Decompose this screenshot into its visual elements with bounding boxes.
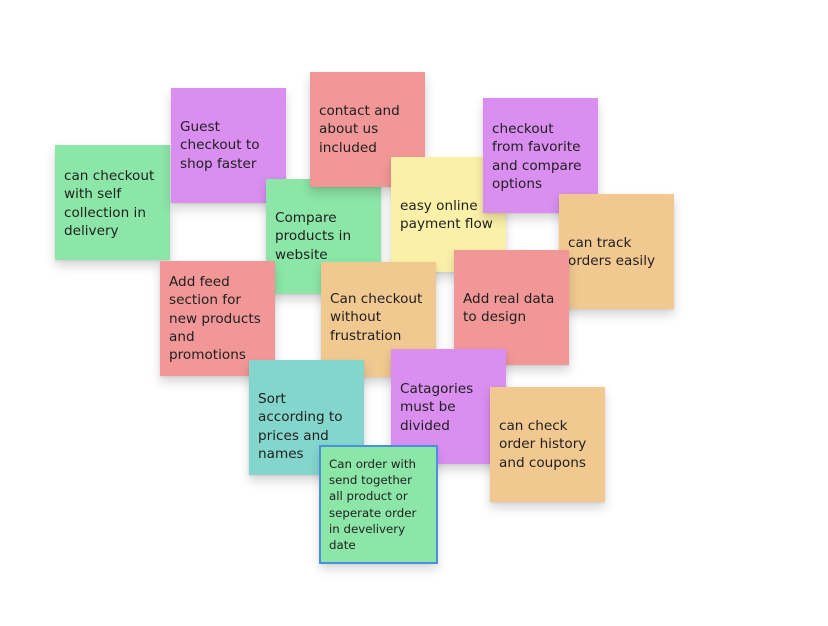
note-text: Add real data to design bbox=[463, 291, 555, 326]
note-text: Sort according to prices and names bbox=[258, 391, 343, 462]
note-text: easy online payment flow bbox=[400, 198, 493, 233]
note-text: contact and about us included bbox=[319, 103, 400, 156]
sticky-note-track-orders[interactable]: can track orders easily bbox=[559, 194, 674, 309]
note-text: Can order with send together all product… bbox=[329, 457, 417, 553]
sticky-note-categories[interactable]: Catagories must be divided bbox=[391, 349, 506, 464]
sticky-note-real-data[interactable]: Add real data to design bbox=[454, 250, 569, 365]
sticky-note-send-together[interactable]: Can order with send together all product… bbox=[319, 445, 438, 564]
note-text: can checkout with self collection in del… bbox=[64, 168, 155, 239]
note-text: Guest checkout to shop faster bbox=[180, 119, 260, 172]
note-text: Add feed section for new products and pr… bbox=[169, 274, 261, 364]
note-text: checkout from favorite and compare optio… bbox=[492, 121, 582, 192]
note-text: Catagories must be divided bbox=[400, 381, 474, 434]
note-text: Can checkout without frustration bbox=[330, 291, 423, 344]
note-text: can check order history and coupons bbox=[499, 418, 587, 471]
sticky-note-feed-section[interactable]: Add feed section for new products and pr… bbox=[160, 261, 275, 376]
sticky-note-guest-checkout[interactable]: Guest checkout to shop faster bbox=[171, 88, 286, 203]
note-text: Compare products in website bbox=[275, 210, 352, 263]
sticky-note-order-history[interactable]: can check order history and coupons bbox=[490, 387, 605, 502]
sticky-note-favorite-compare[interactable]: checkout from favorite and compare optio… bbox=[483, 98, 598, 213]
note-text: can track orders easily bbox=[568, 235, 656, 270]
sticky-note-self-collection[interactable]: can checkout with self collection in del… bbox=[55, 145, 170, 260]
